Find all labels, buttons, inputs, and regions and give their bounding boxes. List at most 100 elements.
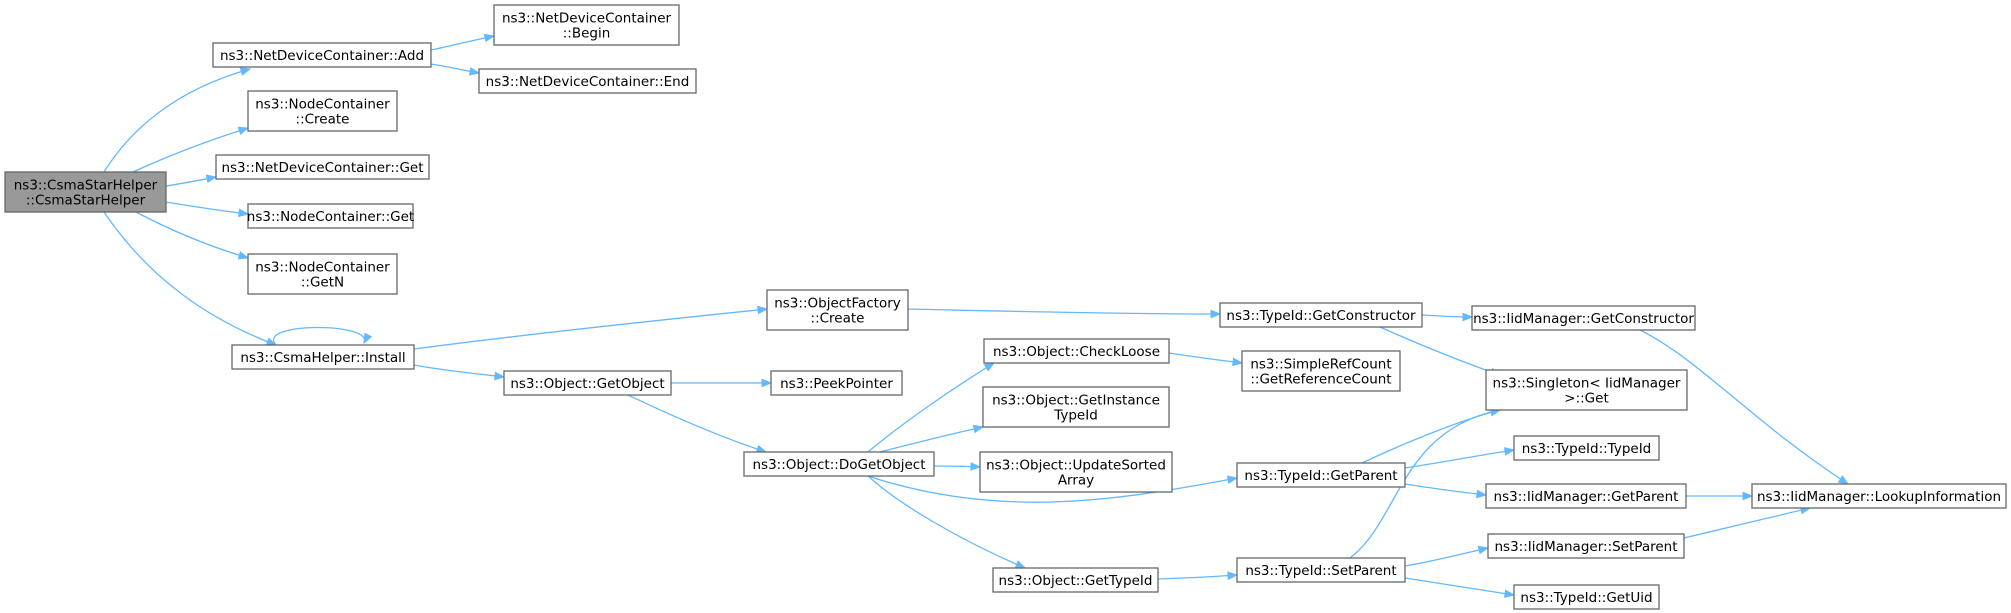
edge-arrowhead <box>1837 475 1850 485</box>
edge-iid_setparent-to-iid_lookup <box>1683 505 1812 539</box>
node-iid-getconstructor[interactable]: ns3::IidManager::GetConstructor <box>1471 305 1696 331</box>
node-label: ns3::NetDeviceContainer::Get <box>221 160 423 176</box>
edge-arrowhead <box>757 305 769 315</box>
node-iid-getparent[interactable]: ns3::IidManager::GetParent <box>1485 483 1687 509</box>
node-label: ns3::NetDeviceContainer::Add <box>220 48 424 64</box>
node-ndc-begin[interactable]: ns3::NetDeviceContainer::Begin <box>493 4 680 46</box>
node-box <box>1219 302 1423 328</box>
node-obj-dogetobject[interactable]: ns3::Object::DoGetObject <box>743 451 935 477</box>
edge-tid_getconstructor-to-iid_getconstructor <box>1421 312 1474 322</box>
edge-tid_getparent-to-tid_typeid <box>1404 447 1516 469</box>
edge-iid_getconstructor-to-iid_lookup <box>1639 329 1850 485</box>
node-label: ns3::Object::GetObject <box>510 376 664 392</box>
edge-arrowhead <box>1210 309 1222 319</box>
node-box <box>982 386 1170 428</box>
edge-arrowhead <box>1227 571 1239 581</box>
edge-line <box>413 364 505 378</box>
edge-arrowhead <box>363 332 373 345</box>
node-nc-getn[interactable]: ns3::NodeContainer::GetN <box>247 253 398 295</box>
node-iid-setparent[interactable]: ns3::IidManager::SetParent <box>1487 533 1685 559</box>
edge-obj_checkloose-to-src_getrefcount <box>1168 352 1244 367</box>
node-tid-getparent[interactable]: ns3::TypeId::GetParent <box>1236 462 1406 488</box>
node-tid-setparent[interactable]: ns3::TypeId::SetParent <box>1236 557 1406 583</box>
edge-line <box>1404 547 1489 567</box>
node-box <box>1241 350 1401 392</box>
node-label: ::Create <box>296 112 350 128</box>
node-label: ::GetN <box>301 275 344 291</box>
edge-arrowhead <box>1503 447 1516 456</box>
edge-obj_dogetobject-to-obj_updatesorted <box>933 462 982 471</box>
node-box <box>743 451 935 477</box>
edge-line <box>1168 352 1243 364</box>
edge-line <box>867 475 1238 503</box>
node-nc-get[interactable]: ns3::NodeContainer::Get <box>247 203 414 229</box>
node-singleton-get[interactable]: ns3::Singleton< IidManager >::Get <box>1485 369 1688 411</box>
node-obj-checkloose[interactable]: ns3::Object::CheckLoose <box>983 338 1170 364</box>
node-nc-create[interactable]: ns3::NodeContainer::Create <box>247 90 398 132</box>
node-box <box>1236 557 1406 583</box>
edge-csma_install-to-of_create <box>413 305 769 350</box>
edge-tid_getparent-to-iid_getparent <box>1404 483 1488 499</box>
node-label: TypeId <box>1053 408 1098 424</box>
node-tid-getuid[interactable]: ns3::TypeId::GetUid <box>1513 584 1660 610</box>
node-box <box>766 289 909 331</box>
edge-line <box>135 211 249 259</box>
node-obj-gettypeid[interactable]: ns3::Object::GetTypeId <box>992 567 1159 593</box>
edge-arrowhead <box>237 251 250 260</box>
node-label: ns3::TypeId::SetParent <box>1245 563 1396 579</box>
node-box <box>979 451 1173 493</box>
nodes-layer: ns3::CsmaStarHelper::CsmaStarHelperns3::… <box>4 4 2007 610</box>
edge-csma_install-to-obj_getobject <box>413 364 506 381</box>
edge-line <box>1404 577 1515 596</box>
edge-line <box>165 201 249 215</box>
node-box <box>1751 483 2007 509</box>
edge-tid_getparent-to-singleton_get <box>1361 408 1502 464</box>
edge-line <box>867 362 995 453</box>
edge-ndc_add-to-ndc_begin <box>430 33 496 51</box>
node-src-getrefcount[interactable]: ns3::SimpleRefCount::GetReferenceCount <box>1241 350 1401 392</box>
node-box <box>493 4 680 46</box>
node-label: ns3::IidManager::GetConstructor <box>1473 311 1694 327</box>
node-label: ns3::Object::UpdateSorted <box>986 458 1166 474</box>
edge-obj_gettypeid-to-tid_setparent <box>1157 571 1239 581</box>
edge-arrowhead <box>205 174 218 184</box>
edges-layer <box>103 33 1850 598</box>
node-label: ns3::CsmaStarHelper <box>14 178 158 194</box>
node-box <box>478 68 697 94</box>
edge-root-to-ndc_add <box>103 67 252 173</box>
edge-line <box>103 211 277 346</box>
node-ndc-end[interactable]: ns3::NetDeviceContainer::End <box>478 68 697 94</box>
node-label: ns3::IidManager::LookupInformation <box>1757 489 2001 505</box>
node-box <box>1487 533 1685 559</box>
edge-line <box>1683 507 1811 539</box>
node-of-create[interactable]: ns3::ObjectFactory::Create <box>766 289 909 331</box>
node-tid-typeid[interactable]: ns3::TypeId::TypeId <box>1513 435 1660 461</box>
node-peekpointer[interactable]: ns3::PeekPointer <box>770 370 903 396</box>
node-iid-lookup[interactable]: ns3::IidManager::LookupInformation <box>1751 483 2007 509</box>
edge-arrowhead <box>237 126 250 135</box>
edge-line <box>1639 329 1849 485</box>
node-label: ::CsmaStarHelper <box>26 193 146 209</box>
edge-arrowhead <box>238 208 250 218</box>
node-ndc-add[interactable]: ns3::NetDeviceContainer::Add <box>212 42 432 68</box>
node-box <box>983 338 1170 364</box>
node-label: ::Begin <box>563 26 611 42</box>
node-tid-getconstructor[interactable]: ns3::TypeId::GetConstructor <box>1219 302 1423 328</box>
edge-of_create-to-tid_getconstructor <box>907 308 1222 319</box>
node-root[interactable]: ns3::CsmaStarHelper::CsmaStarHelper <box>4 171 167 213</box>
edge-arrowhead <box>983 362 996 372</box>
node-csma-install[interactable]: ns3::CsmaHelper::Install <box>231 344 415 370</box>
node-label: ns3::NetDeviceContainer <box>502 11 672 27</box>
edge-ndc_add-to-ndc_end <box>430 63 481 76</box>
node-obj-getobject[interactable]: ns3::Object::GetObject <box>503 370 672 396</box>
edge-obj_dogetobject-to-obj_getinstance <box>879 424 985 453</box>
node-box <box>4 171 167 213</box>
node-ndc-get[interactable]: ns3::NetDeviceContainer::Get <box>215 154 430 180</box>
node-label: ns3::SimpleRefCount <box>1250 357 1391 373</box>
node-label: ns3::NodeContainer <box>255 97 390 113</box>
node-box <box>1471 305 1696 331</box>
node-box <box>247 253 398 295</box>
